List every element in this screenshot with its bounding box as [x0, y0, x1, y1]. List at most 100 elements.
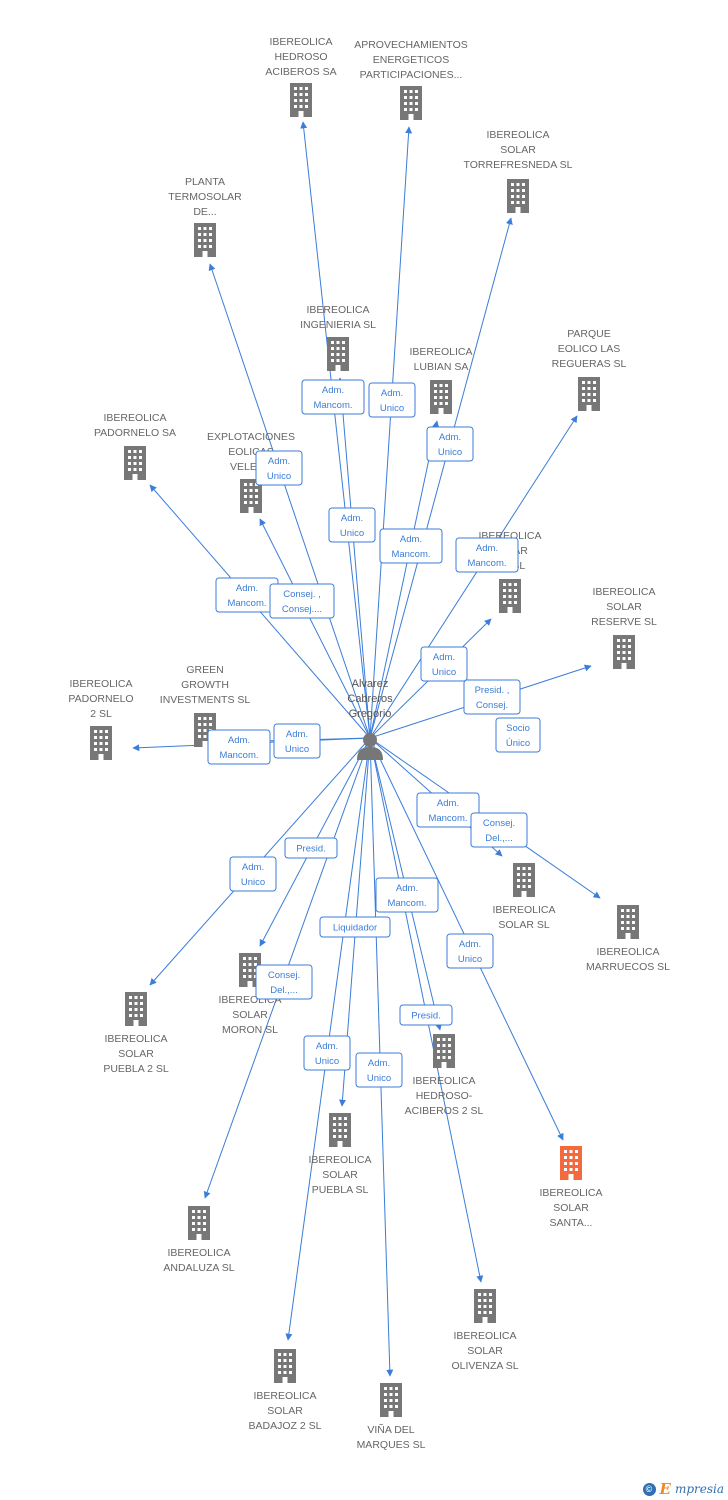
role-badge[interactable]: Adm.Unico [303, 1035, 351, 1071]
building-icon [400, 86, 422, 120]
role-badge[interactable]: Adm.Unico [229, 856, 277, 892]
role-label-line: Adm. [433, 652, 455, 663]
role-badge[interactable]: Adm.Mancom. [455, 537, 519, 573]
company-label-line: IBEREOLICA [453, 1330, 516, 1342]
role-badge[interactable]: Presid. [399, 1004, 453, 1026]
company-node-planta-termosolar[interactable]: PLANTATERMOSOLARDE... [168, 176, 242, 257]
company-label-line: IBEREOLICA [412, 1075, 475, 1087]
copyright-icon: © [642, 1482, 656, 1496]
role-badge[interactable]: Adm.Mancom. [416, 792, 480, 828]
company-label-line: SOLAR [553, 1202, 589, 1214]
role-badge-box [470, 812, 528, 848]
role-label-line: Del.,... [485, 833, 512, 844]
role-badge[interactable]: Consej. ,Consej.... [269, 583, 335, 619]
company-label-line: APROVECHAMIENTOS [354, 39, 468, 51]
role-label-line: Adm. [228, 735, 250, 746]
edge-regueras [369, 415, 578, 739]
role-badge[interactable]: Adm.Mancom. [301, 379, 365, 415]
building-icon [499, 579, 521, 613]
role-badge[interactable]: Adm.Mancom. [375, 877, 439, 913]
role-label-line: Único [506, 738, 530, 749]
company-label-line: PARTICIPACIONES... [360, 69, 463, 81]
role-label-line: Presid. [411, 1011, 441, 1022]
company-label-line: VIÑA DEL [367, 1423, 414, 1436]
role-label-line: Liquidador [333, 923, 377, 934]
roles-layer: Adm.Mancom.Adm.UnicoAdm.UnicoAdm.UnicoAd… [207, 379, 541, 1088]
role-badge[interactable]: Adm.Unico [426, 426, 474, 462]
role-badge[interactable]: Adm.Mancom. [215, 577, 279, 613]
role-badge[interactable]: Adm.Unico [355, 1052, 403, 1088]
role-label-line: Unico [432, 667, 456, 678]
role-label-line: Adm. [341, 513, 363, 524]
role-badge[interactable]: Adm. Unico [420, 646, 468, 682]
company-label-line: HEDROSO [274, 51, 327, 63]
role-badge[interactable]: Adm.Mancom. [207, 729, 271, 765]
role-badge[interactable]: Consej.Del.,... [470, 812, 528, 848]
role-badge-box [229, 856, 277, 892]
company-label-line: ENERGETICOS [373, 54, 449, 66]
company-node-aprovechamientos[interactable]: APROVECHAMIENTOS ENERGETICOS PARTICIPACION… [354, 39, 468, 120]
company-label-line: SOLAR [467, 1345, 503, 1357]
building-icon [433, 1034, 455, 1068]
building-icon [290, 83, 312, 117]
role-badge-box [355, 1052, 403, 1088]
company-label-line: PARQUE [567, 328, 611, 340]
role-label-line: Unico [285, 744, 309, 755]
company-label-line: SOLAR [267, 1405, 303, 1417]
role-badge[interactable]: Adm.Unico [446, 933, 494, 969]
role-badge[interactable]: Consej.Del.,... [255, 964, 313, 1000]
company-label-line: IBEREOLICA [104, 1033, 167, 1045]
center-node[interactable]: Alvarez Cabreros Gregorio [347, 678, 393, 760]
company-label-line: RESERVE SL [591, 616, 657, 628]
role-label-line: Adm. [396, 883, 418, 894]
building-icon [474, 1289, 496, 1323]
role-badge[interactable]: Liquidador [319, 916, 391, 938]
role-badge-box [328, 507, 376, 543]
role-badge[interactable]: Adm.Unico [255, 450, 303, 486]
company-label-line: IBEREOLICA [269, 36, 332, 48]
role-badge[interactable]: Adm.Unico [328, 507, 376, 543]
role-badge[interactable]: Adm.Unico [368, 382, 416, 418]
role-badge-box [301, 379, 365, 415]
role-badge[interactable]: Adm. Unico [273, 723, 321, 759]
role-badge[interactable]: Presid. ,Consej. [463, 679, 521, 715]
role-label-line: Adm. [286, 729, 308, 740]
role-badge[interactable]: Adm.Mancom. [379, 528, 443, 564]
company-label-line: IBEREOLICA [103, 412, 166, 424]
role-label-line: Unico [438, 447, 462, 458]
role-label-line: Consej.... [282, 604, 322, 615]
company-label-line: PLANTA [185, 176, 225, 188]
role-badge[interactable]: Presid. [284, 837, 338, 859]
role-label-line: Adm. [242, 862, 264, 873]
edge-lubian [369, 420, 440, 739]
building-icon [194, 223, 216, 257]
building-icon [617, 905, 639, 939]
company-node-santa[interactable]: IBEREOLICASOLARSANTA... [539, 1146, 603, 1229]
role-badge-box [255, 964, 313, 1000]
company-label-line: PUEBLA SL [312, 1184, 369, 1196]
brand-name: mpresia [674, 1482, 724, 1496]
role-label-line: Adm. [437, 798, 459, 809]
